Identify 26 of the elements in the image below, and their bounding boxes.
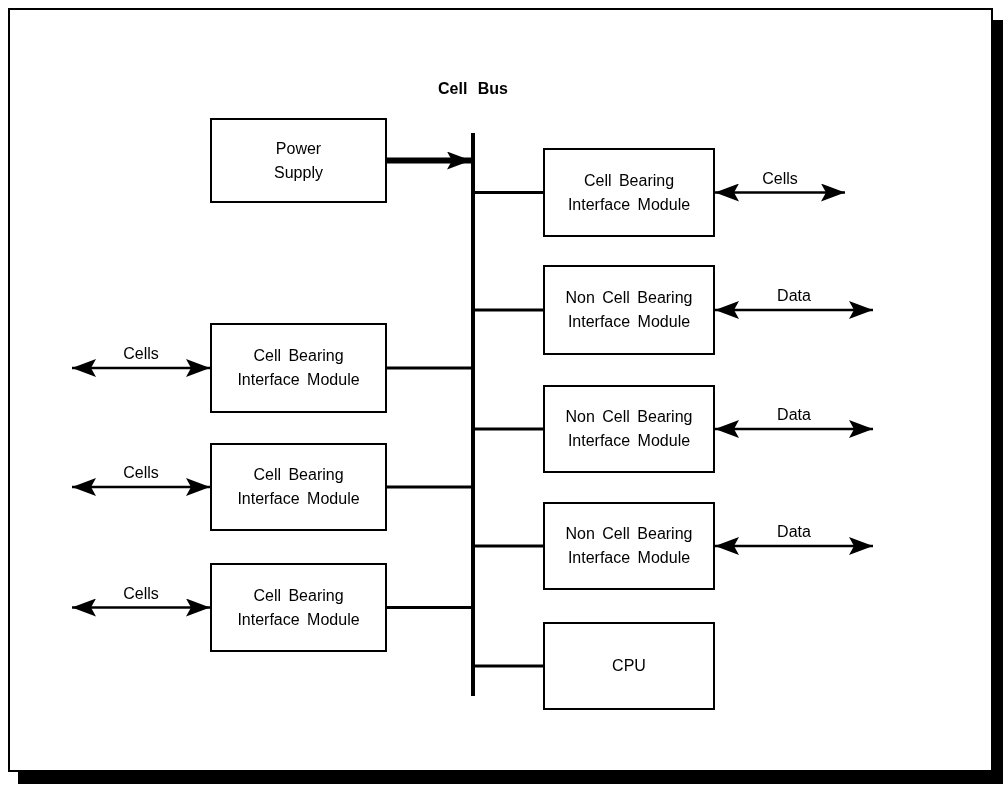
- module-box: Non Cell Bearing Interface Module: [543, 385, 715, 473]
- module-box: CPU: [543, 622, 715, 710]
- bus-connector: [387, 606, 471, 609]
- arrow: [72, 359, 210, 377]
- module-box: Non Cell Bearing Interface Module: [543, 502, 715, 590]
- arrow: [715, 420, 873, 438]
- module-box: Cell Bearing Interface Module: [210, 443, 387, 531]
- arrow: [715, 537, 873, 555]
- arrow: [72, 598, 210, 617]
- module-box: Cell Bearing Interface Module: [210, 323, 387, 413]
- module-box: Cell Bearing Interface Module: [543, 148, 715, 237]
- arrow: [387, 151, 471, 170]
- bus-connector: [475, 308, 543, 312]
- module-box: Cell Bearing Interface Module: [210, 563, 387, 652]
- bus-connector: [475, 191, 543, 194]
- arrow: [715, 183, 845, 202]
- bus-connector: [387, 366, 471, 370]
- bus-label: Cell Bus: [438, 79, 508, 99]
- bus-connector: [475, 544, 543, 548]
- arrow: [715, 301, 873, 319]
- arrow: [72, 478, 210, 496]
- module-box: Non Cell Bearing Interface Module: [543, 265, 715, 355]
- module-box: Power Supply: [210, 118, 387, 203]
- bus-connector: [387, 485, 471, 489]
- bus-connector: [475, 427, 543, 431]
- bus-connector: [475, 664, 543, 668]
